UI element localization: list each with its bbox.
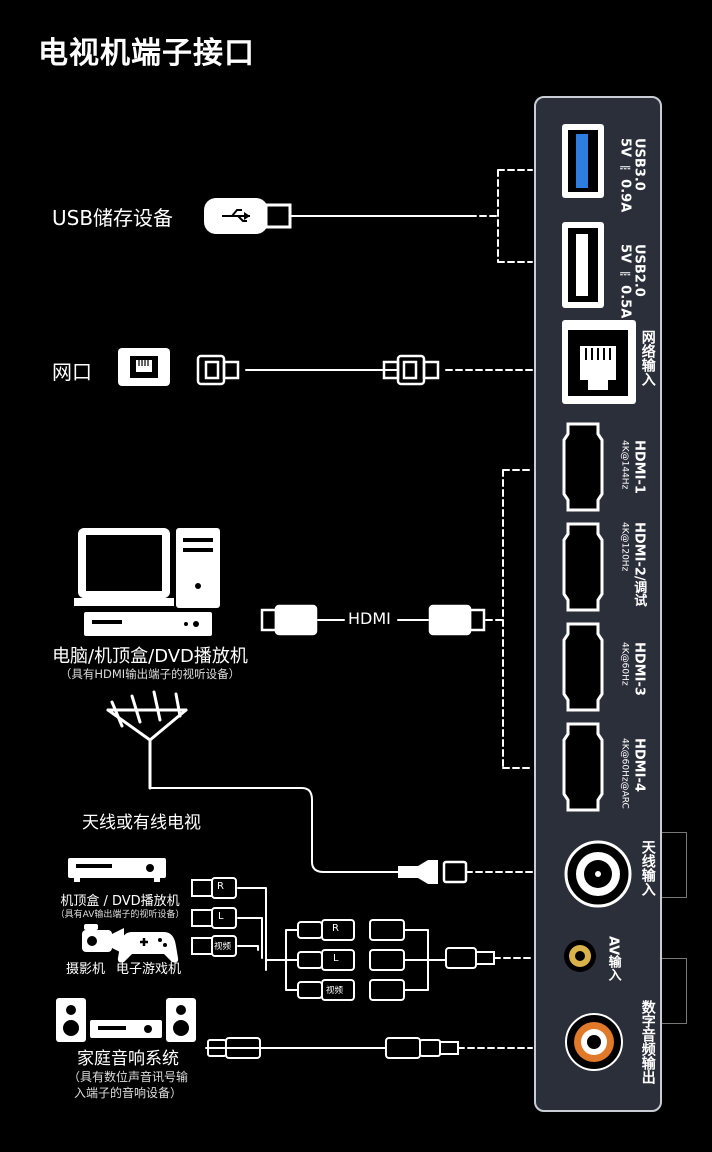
- usb2-port: [562, 222, 604, 308]
- optical-port-label: 数字音频输出: [639, 1000, 656, 1084]
- antenna-cable: [149, 787, 399, 873]
- gamepad-icon: [117, 932, 179, 963]
- av-cable-middle: [265, 929, 299, 991]
- speaker-icon: [56, 998, 196, 1042]
- audio-system-label: 家庭音响系统: [77, 1049, 179, 1069]
- hdmi-dashed-line: [485, 469, 533, 769]
- usb-dashed-line: [469, 169, 533, 263]
- side-bracket-bottom: [662, 958, 687, 1024]
- av-port-label: AV输入: [605, 936, 621, 982]
- rca-label-l2: L: [333, 953, 339, 964]
- hdmi-plug-icon: [260, 604, 486, 636]
- panel-ports: [562, 124, 636, 1071]
- lan-port-label: 网络输入: [639, 330, 656, 386]
- dvd-player-icon: [68, 858, 166, 882]
- page-title: 电视机端子接口: [38, 36, 255, 71]
- lan-port-icon: [118, 348, 170, 386]
- gamepad-label: 电子游戏机: [116, 962, 182, 977]
- rca-label-r2: R: [332, 923, 339, 934]
- av-cable-left: [237, 887, 267, 971]
- camcorder-label: 摄影机: [66, 962, 106, 977]
- usb-plug-icon: [204, 198, 292, 234]
- lan-label: 网口: [52, 360, 92, 384]
- av-cable-right: [403, 929, 447, 991]
- usb-device-label: USB储存设备: [52, 206, 174, 230]
- audio-note-1: （具有数位声音讯号输: [67, 1070, 188, 1084]
- camcorder-icon: [82, 924, 124, 954]
- rca-label-r: R: [217, 881, 224, 892]
- stb-note: （具有AV输出端子的视听设备）: [55, 910, 185, 920]
- antenna-port: [564, 840, 632, 908]
- rca-label-video2: 视频: [326, 986, 344, 996]
- optical-port: [565, 1013, 623, 1071]
- usb3-port: [562, 124, 604, 198]
- rca-label-video: 视频: [214, 942, 232, 952]
- stb-label: 机顶盒 / DVD播放机: [60, 894, 180, 909]
- rca-plug-icon: [191, 877, 495, 1001]
- antenna-label: 天线或有线电视: [82, 813, 201, 833]
- lan-port: [562, 320, 636, 404]
- pc-note: （具有HDMI输出端子的视听设备）: [59, 667, 241, 681]
- av-port: [564, 940, 596, 972]
- rf-plug-icon: [398, 860, 468, 884]
- hdmi-ports: [562, 422, 604, 812]
- hdmi-cable-label: HDMI: [348, 609, 391, 628]
- audio-note-2: 入端子的音响设备）: [73, 1086, 182, 1100]
- pc-label: 电脑/机顶盒/DVD播放机: [52, 646, 248, 667]
- optical-plug-icon: [207, 1037, 459, 1059]
- rj45-plug-icon: [196, 354, 440, 386]
- antenna-icon: [106, 690, 188, 790]
- computer-icon: [74, 528, 220, 636]
- rca-label-l: L: [218, 911, 224, 922]
- antenna-port-label: 天线输入: [639, 840, 656, 896]
- side-bracket-top: [662, 832, 687, 898]
